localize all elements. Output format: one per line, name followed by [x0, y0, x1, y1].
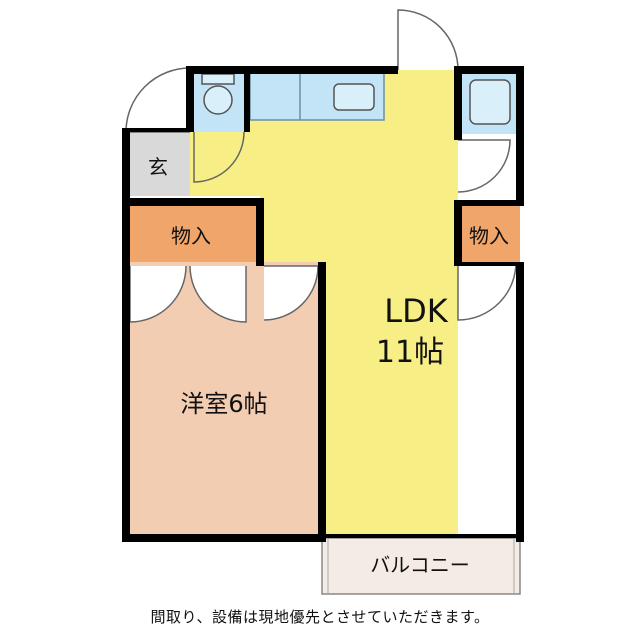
storage-left-label: 物入 — [171, 224, 211, 248]
balcony-area — [321, 537, 521, 595]
bathtub-icon — [469, 79, 511, 125]
door-swings — [125, 9, 517, 323]
ldk-size-label: 11帖 — [376, 335, 444, 370]
storage-left-area — [126, 204, 258, 262]
sink-icon — [333, 83, 375, 111]
ldk-label: LDK — [384, 292, 448, 330]
walls — [122, 66, 524, 542]
entrance-area — [126, 132, 190, 196]
western-room-label: 洋室6帖 — [180, 390, 267, 418]
footer-note: 間取り、設備は現地優先とさせていただきます。 — [150, 608, 490, 626]
entrance-label: 玄 — [148, 155, 168, 179]
storage-right-area — [458, 204, 520, 262]
floor-plan: 玄 物入 物入 LDK 11帖 洋室6帖 バルコニー — [122, 9, 524, 595]
toilet-icon — [201, 73, 235, 115]
balcony-label: バルコニー — [370, 553, 470, 577]
storage-right-label: 物入 — [469, 224, 509, 248]
